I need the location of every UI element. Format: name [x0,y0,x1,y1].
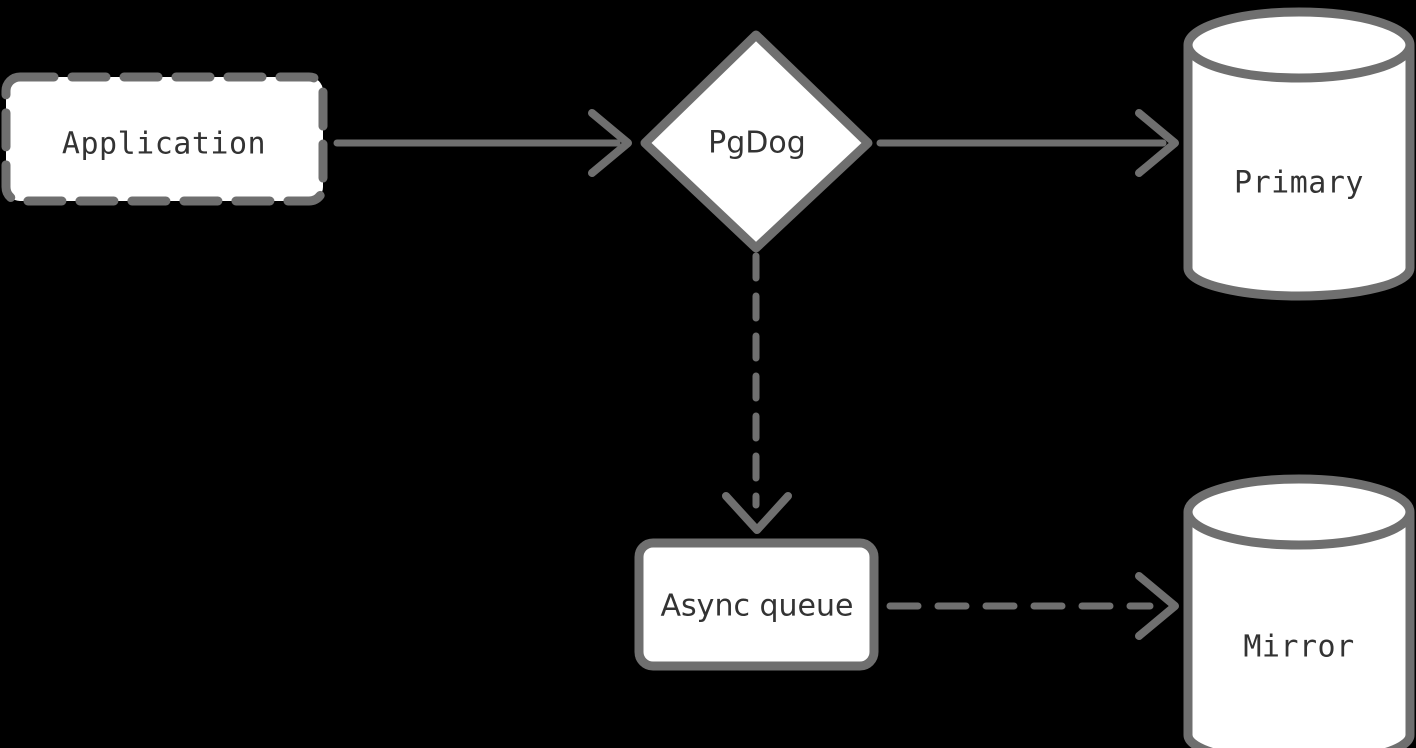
edge-pgdog-to-async-queue [722,252,792,534]
edge-async-queue-to-mirror [886,572,1179,640]
arrowhead-chevron-icon [722,492,792,534]
node-primary[interactable]: Primary [1183,7,1415,301]
arrowhead-chevron-icon [1135,109,1179,177]
node-application[interactable]: Application [1,72,328,206]
arrowhead-chevron-icon [588,109,632,177]
node-label-application: Application [62,127,266,162]
node-shape-cylinder-body [1183,512,1415,748]
node-label-pgdog: PgDog [708,126,806,161]
node-label-primary: Primary [1234,166,1364,201]
node-label-async-queue: Async queue [661,589,854,624]
node-mirror[interactable]: Mirror [1183,474,1415,748]
node-shape-diamond [640,30,873,253]
node-shape-rounded-rect [1,72,328,206]
node-pgdog[interactable]: PgDog [640,30,873,253]
node-shape-rounded-rect [634,538,879,671]
node-shape-cylinder-body [1183,45,1415,301]
edge-pgdog-to-primary [876,109,1179,177]
node-shape-cylinder-top [1183,7,1415,83]
arrowhead-chevron-icon [1135,572,1179,640]
node-shape-cylinder-top [1183,474,1415,550]
node-async-queue[interactable]: Async queue [634,538,879,671]
edge-application-to-pgdog [333,109,632,177]
node-label-mirror: Mirror [1243,630,1354,665]
